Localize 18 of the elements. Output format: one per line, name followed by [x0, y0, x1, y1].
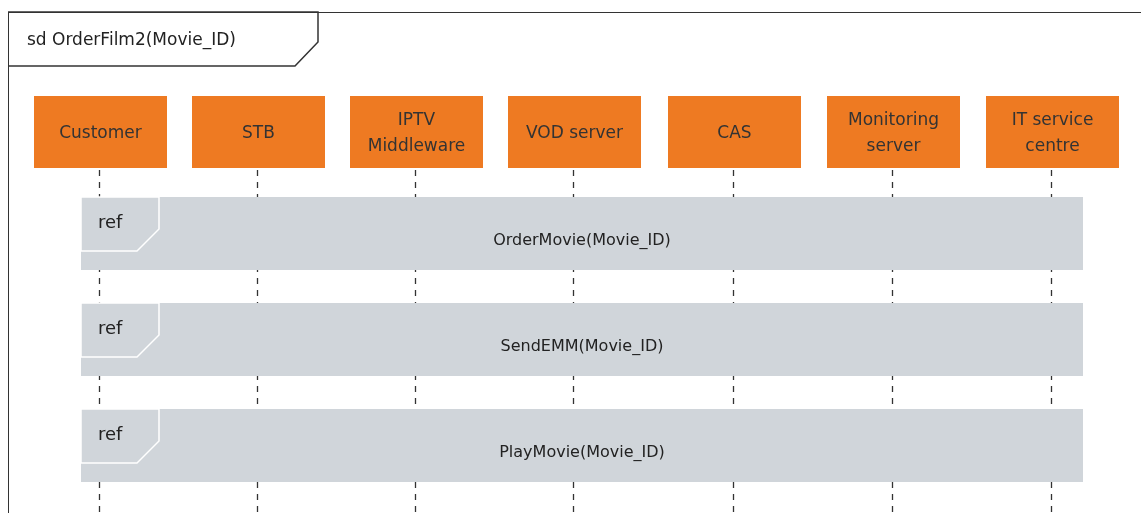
interaction-name: SendEMM(Movie_ID): [499, 336, 665, 355]
lifeline-head-box: CAS: [668, 96, 801, 168]
lifeline-head-box: IT service centre: [986, 96, 1119, 168]
operator-label: ref: [98, 423, 123, 444]
lifeline-head-box: VOD server: [508, 96, 641, 168]
operator-label: ref: [98, 211, 123, 232]
sequence-frame: [8, 12, 1141, 513]
lifeline-head-box: Customer: [34, 96, 167, 168]
lifeline-head-box: Monitoring server: [827, 96, 960, 168]
operator-label: ref: [98, 317, 123, 338]
interaction-name: PlayMovie(Movie_ID): [498, 442, 666, 461]
interaction-use-box: [81, 303, 1083, 376]
interaction-name: OrderMovie(Movie_ID): [492, 230, 672, 249]
interaction-use-box: [81, 409, 1083, 482]
lifeline-head-box: IPTV Middleware: [350, 96, 483, 168]
frame-title: sd OrderFilm2(Movie_ID): [27, 29, 236, 49]
interaction-use-box: [81, 197, 1083, 270]
lifeline-head-box: STB: [192, 96, 325, 168]
